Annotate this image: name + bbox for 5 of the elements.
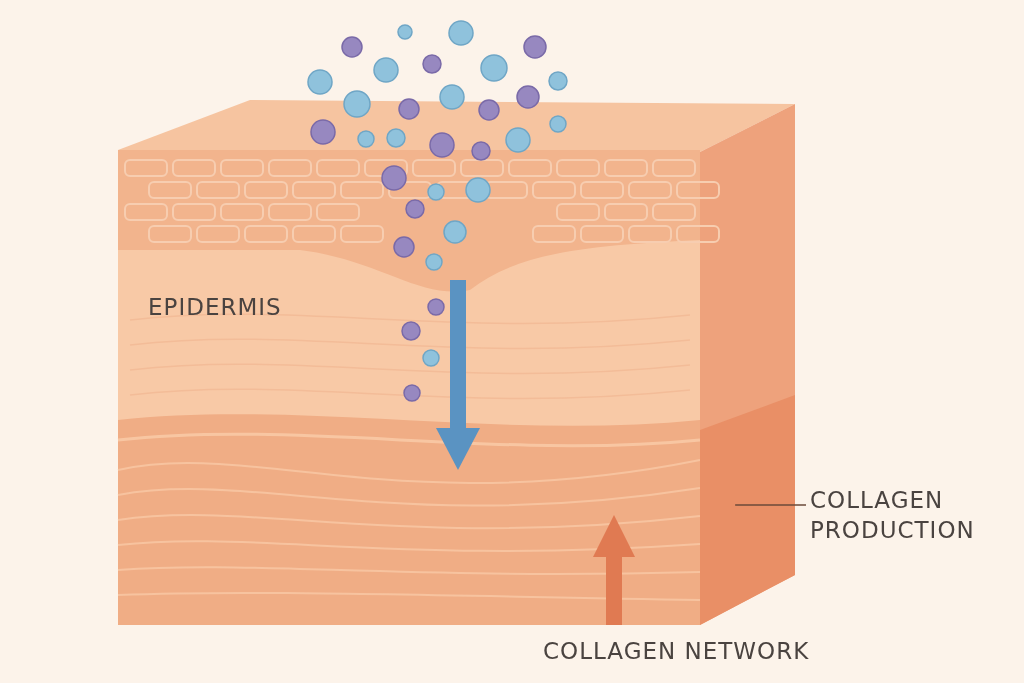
- layer-label: EPIDERMIS: [148, 293, 282, 322]
- part-label: COLLAGEN NETWORK: [543, 637, 810, 666]
- dermis-side-face: [700, 395, 795, 625]
- leader-line: [734, 504, 807, 506]
- part-label: COLLAGEN PRODUCTION: [810, 486, 976, 545]
